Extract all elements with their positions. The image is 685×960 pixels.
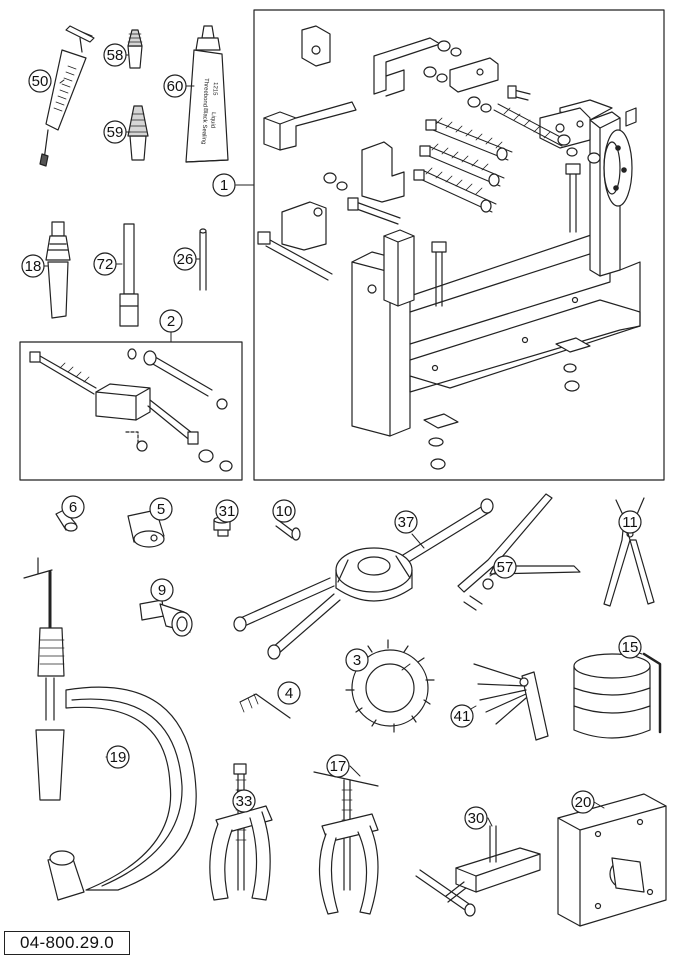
tool-10-bolt — [275, 519, 301, 541]
tool-50-syringe — [39, 25, 95, 167]
svg-text:20: 20 — [575, 794, 592, 811]
callout-57: 57 — [493, 555, 517, 579]
svg-text:72: 72 — [97, 256, 114, 273]
svg-text:60: 60 — [167, 78, 184, 95]
engine-stand-brackets — [263, 25, 591, 251]
tool-2-puller-assembly — [29, 348, 233, 472]
callout-1: 1 — [212, 173, 236, 197]
engine-stand-frame — [351, 99, 641, 470]
svg-text:1215: 1215 — [211, 82, 218, 96]
engine-stand-bolts — [257, 40, 601, 307]
svg-text:19: 19 — [110, 749, 127, 766]
tool-60-sealant-tube: Threebond 1215 Black Sealing Liquid — [185, 25, 229, 163]
reference-code: 04-800.29.0 — [4, 931, 130, 955]
callout-31: 31 — [215, 499, 239, 523]
tool-58-applicator-tip — [127, 29, 143, 69]
tool-59-applicator-tip — [127, 105, 149, 161]
svg-text:33: 33 — [236, 793, 253, 810]
tool-17-puller — [313, 771, 379, 915]
svg-text:11: 11 — [622, 514, 638, 531]
tool-41-feeler-gauge — [473, 663, 549, 741]
svg-text:41: 41 — [454, 708, 471, 725]
svg-text:1: 1 — [220, 177, 228, 194]
svg-text:2: 2 — [167, 313, 175, 330]
svg-text:30: 30 — [468, 810, 485, 827]
svg-text:Threebond: Threebond — [201, 78, 209, 107]
tool-57-pliers — [457, 493, 581, 611]
tool-6-cone — [55, 509, 78, 532]
tool-3-gear-segment — [345, 639, 435, 733]
svg-text:18: 18 — [25, 258, 42, 275]
svg-text:10: 10 — [276, 503, 293, 520]
svg-text:26: 26 — [177, 251, 194, 268]
svg-text:5: 5 — [157, 501, 165, 518]
tool-2-box — [19, 341, 243, 481]
tool-4-hex-key — [239, 693, 291, 719]
callout-72: 72 — [93, 252, 117, 276]
callout-60: 60 — [163, 74, 187, 98]
callout-59: 59 — [103, 120, 127, 144]
tool-30-chain-tool — [415, 825, 541, 917]
callout-50: 50 — [28, 69, 52, 93]
callout-3: 3 — [345, 648, 369, 672]
svg-text:6: 6 — [69, 499, 77, 516]
svg-text:17: 17 — [330, 758, 347, 775]
svg-text:Liquid: Liquid — [209, 112, 216, 128]
svg-text:9: 9 — [158, 582, 166, 599]
callout-17: 17 — [326, 754, 350, 778]
engine-stand-box — [253, 9, 665, 481]
callout-2: 2 — [159, 309, 183, 333]
callout-4: 4 — [277, 681, 301, 705]
tool-72-drift — [119, 223, 139, 327]
callout-41: 41 — [450, 704, 474, 728]
tool-33-puller — [209, 763, 273, 901]
tool-15-ring-compressor — [573, 652, 662, 739]
svg-text:57: 57 — [497, 559, 514, 576]
callout-30: 30 — [464, 806, 488, 830]
svg-text:50: 50 — [32, 73, 49, 90]
svg-text:3: 3 — [353, 652, 361, 669]
tool-9-adapter — [139, 599, 193, 637]
callout-26: 26 — [173, 247, 197, 271]
svg-text:Black Sealing: Black Sealing — [200, 108, 208, 145]
tool-26-pin — [199, 228, 207, 291]
callout-6: 6 — [61, 495, 85, 519]
callout-19: 19 — [106, 745, 130, 769]
svg-text:58: 58 — [107, 47, 124, 64]
tool-11-circlip-pliers — [603, 497, 655, 607]
callout-5: 5 — [149, 497, 173, 521]
svg-text:15: 15 — [622, 639, 639, 656]
tool-19-valve-spring-compressor — [23, 557, 197, 901]
callout-15: 15 — [618, 635, 642, 659]
callout-18: 18 — [21, 254, 45, 278]
svg-text:37: 37 — [398, 514, 415, 531]
tool-37-holder — [233, 498, 494, 660]
callout-11: 11 — [618, 510, 642, 534]
callout-9: 9 — [150, 578, 174, 602]
callout-20: 20 — [571, 790, 595, 814]
callout-58: 58 — [103, 43, 127, 67]
svg-text:31: 31 — [219, 503, 236, 520]
callout-10: 10 — [272, 499, 296, 523]
svg-text:4: 4 — [285, 685, 293, 702]
callout-33: 33 — [232, 789, 256, 813]
tool-20-holding-plate — [557, 793, 667, 927]
sealant-tube-label: Threebond 1215 Black Sealing Liquid — [200, 78, 218, 145]
callout-37: 37 — [394, 510, 418, 534]
tool-18-puller — [45, 221, 71, 319]
svg-text:59: 59 — [107, 124, 124, 141]
